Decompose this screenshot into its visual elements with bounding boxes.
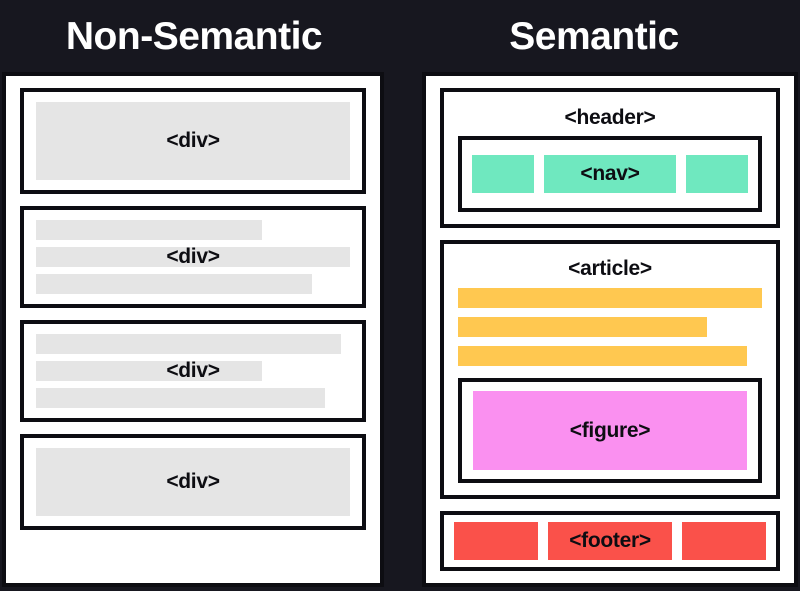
placeholder-bar (36, 361, 263, 381)
div-block-2: <div> (20, 206, 366, 308)
article-block-label: <article> (568, 257, 652, 280)
placeholder-bar (36, 448, 350, 516)
article-body: <figure> (458, 288, 762, 483)
footer-item[interactable] (682, 522, 766, 560)
nav-block-label: <nav> (580, 162, 640, 185)
title-cell-non-semantic: Non-Semantic (0, 0, 388, 72)
titles-row: Non-Semantic Semantic (0, 0, 800, 72)
title-cell-semantic: Semantic (388, 0, 800, 72)
figure-block-label: <figure> (569, 418, 651, 442)
page-title-semantic: Semantic (509, 14, 679, 58)
placeholder-bar (36, 102, 350, 180)
header-block: <header> <nav> (440, 88, 780, 228)
page-title-non-semantic: Non-Semantic (65, 14, 323, 58)
footer-item-primary[interactable]: <footer> (548, 522, 672, 560)
nav-item[interactable] (472, 155, 534, 193)
header-block-label: <header> (564, 106, 656, 129)
nav-block: <nav> (458, 136, 762, 212)
figure-content: <figure> (473, 391, 747, 470)
nav-item[interactable] (686, 155, 748, 193)
article-block: <article> <figure> (440, 240, 780, 499)
article-text-bar (458, 317, 708, 337)
div-block-4: <div> (20, 434, 366, 530)
placeholder-bar (36, 220, 263, 240)
article-text-bar (458, 288, 762, 308)
placeholder-bar (36, 247, 350, 267)
figure-block: <figure> (458, 378, 762, 483)
div-block-1: <div> (20, 88, 366, 194)
panel-semantic: <header> <nav> <article> (422, 72, 798, 587)
article-text-bar (458, 346, 747, 366)
footer-block: <footer> (440, 511, 780, 571)
placeholder-bar (36, 334, 341, 354)
placeholder-bar (36, 274, 313, 294)
placeholder-bar (36, 388, 325, 408)
nav-item-primary[interactable]: <nav> (544, 155, 676, 193)
columns-row: <div> <div> <div> <div> (0, 72, 800, 591)
div-block-3: <div> (20, 320, 366, 422)
footer-item[interactable] (454, 522, 538, 560)
panel-non-semantic: <div> <div> <div> <div> (2, 72, 384, 587)
footer-block-label: <footer> (569, 529, 651, 552)
